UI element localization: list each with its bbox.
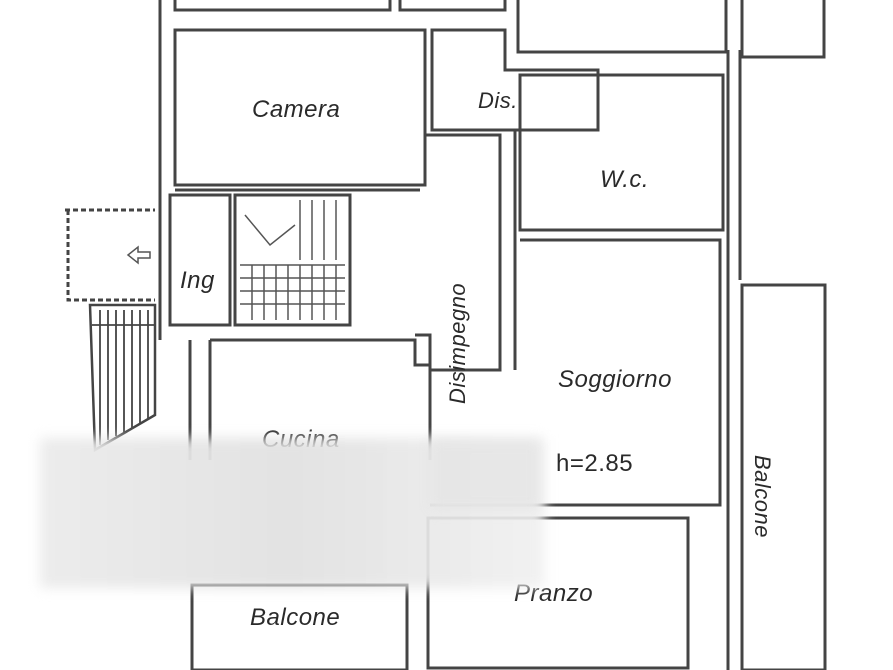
label-soggiorno: Soggiorno bbox=[558, 366, 672, 393]
wall-dis bbox=[430, 28, 600, 132]
label-dis: Dis. bbox=[478, 88, 518, 113]
wall-disimpegno bbox=[415, 133, 502, 372]
wall-top-far-right bbox=[740, 0, 826, 59]
label-balcone-right: Balcone bbox=[750, 455, 775, 539]
label-wc: W.c. bbox=[600, 166, 650, 193]
external-stairs bbox=[88, 303, 157, 453]
wall-pranzo bbox=[426, 516, 690, 670]
wall-balcone-right bbox=[740, 283, 827, 670]
wall-top-right bbox=[516, 0, 728, 54]
wall-soggiorno bbox=[430, 238, 722, 507]
blurred-region-2 bbox=[430, 440, 540, 510]
wall-stair-well bbox=[233, 193, 352, 327]
wall-external-landing bbox=[65, 208, 155, 302]
wall-wc bbox=[518, 73, 725, 232]
label-balcone-bottom: Balcone bbox=[250, 604, 341, 631]
entrance-arrow-icon bbox=[126, 245, 151, 265]
wall-ing bbox=[168, 193, 232, 327]
label-height: h=2.85 bbox=[556, 450, 634, 477]
label-disimpegno: Disimpegno bbox=[445, 282, 470, 404]
wall-camera bbox=[173, 28, 427, 187]
label-ing: Ing bbox=[180, 267, 215, 294]
internal-stairs bbox=[240, 200, 345, 320]
wall-top-mid bbox=[398, 0, 507, 12]
wall-top-left bbox=[173, 0, 392, 12]
label-camera: Camera bbox=[252, 96, 341, 123]
